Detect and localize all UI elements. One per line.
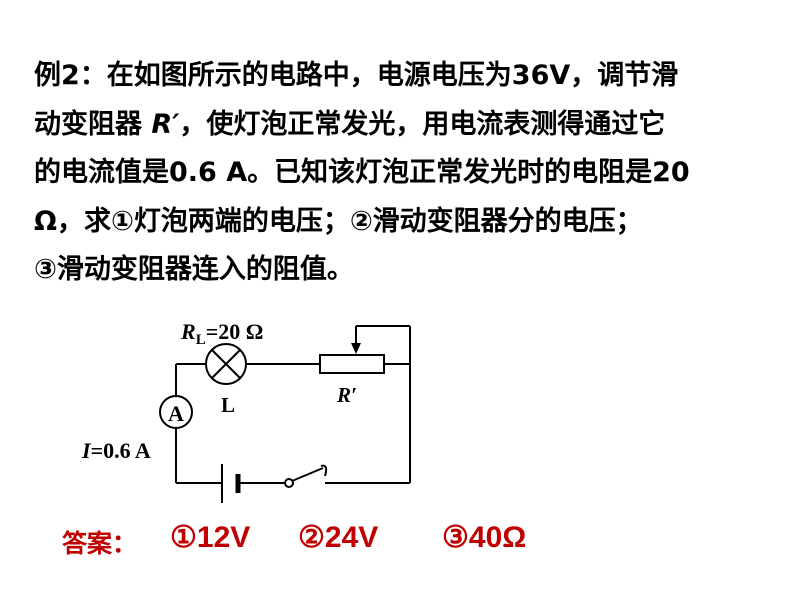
circuit-wires — [175, 325, 411, 484]
lamp-resistance-subscript: L — [196, 332, 206, 348]
current-symbol: I — [81, 438, 92, 463]
lamp-label: L — [221, 393, 235, 417]
rheostat — [319, 326, 385, 374]
current-value: =0.6 A — [91, 438, 151, 463]
lamp-cross-b — [211, 349, 241, 379]
answer-2: ②24V — [298, 521, 379, 554]
problem-line-2-end: ，使灯泡正常发光，用电流表测得通过它 — [179, 108, 666, 140]
problem-line-5: ③滑动变阻器连入的阻值。 — [34, 254, 354, 285]
ammeter-symbol: A — [168, 401, 184, 426]
switch — [284, 464, 328, 488]
lamp-resistance-symbol: R — [180, 319, 196, 344]
problem-line-2-start: 动变阻器 — [34, 108, 152, 140]
rheostat-variable: R′ — [151, 108, 180, 140]
answer-3: ③40Ω — [442, 521, 527, 554]
answer-1: ①12V — [170, 521, 251, 554]
battery — [221, 464, 241, 503]
problem-line-2: 动变阻器 R′，使灯泡正常发光，用电流表测得通过它 — [34, 101, 774, 150]
switch-hook — [320, 464, 328, 477]
problem-line-4: Ω，求①灯泡两端的电压；②滑动变阻器分的电压； — [34, 205, 643, 237]
lamp-resistance-value: =20 Ω — [206, 319, 264, 344]
rheostat-body — [319, 354, 385, 374]
switch-contact — [284, 478, 294, 488]
answer-label: 答案： — [62, 529, 138, 558]
problem-line-3: 的电流值是0.6 A。已知该灯泡正常发光时的电阻是20 — [34, 157, 690, 188]
rheostat-label: R′ — [336, 383, 357, 407]
problem-line-1: 例2：在如图所示的电路中，电源电压为36V，调节滑 — [34, 60, 679, 91]
problem-statement: 例2：在如图所示的电路中，电源电压为36V，调节滑 动变阻器 R′，使灯泡正常发… — [34, 52, 774, 295]
ammeter: A — [159, 395, 193, 429]
rheostat-slider-arrow — [351, 343, 361, 354]
lamp-resistance-label: RL=20 Ω — [180, 319, 263, 348]
current-label: I=0.6 A — [81, 438, 151, 463]
ammeter-circle — [159, 395, 193, 429]
lamp — [205, 343, 247, 385]
switch-lever — [291, 467, 324, 482]
